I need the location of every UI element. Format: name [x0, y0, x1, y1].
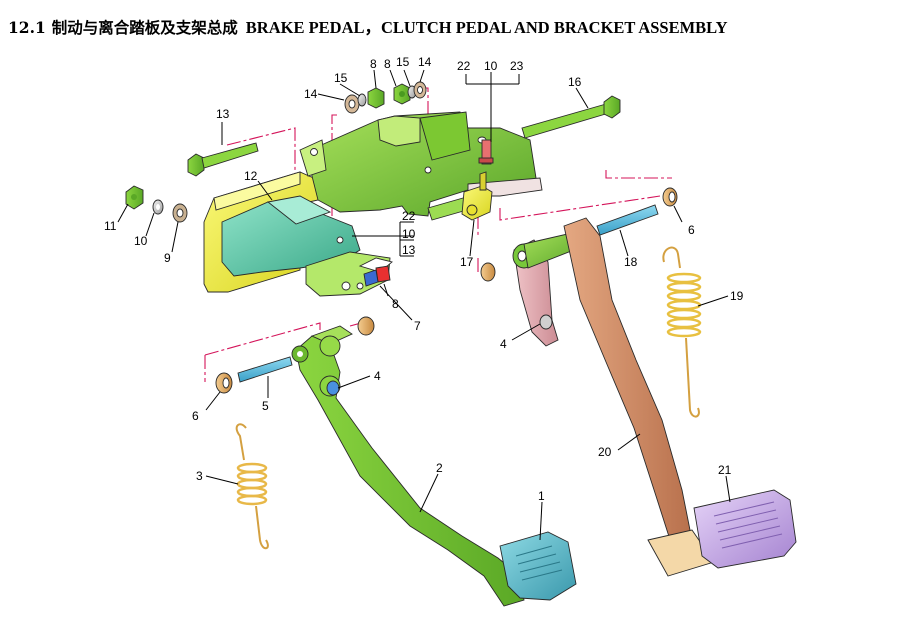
label-18: 18 [624, 255, 638, 269]
label-16: 16 [568, 75, 582, 89]
bolt-16 [521, 95, 621, 139]
page-title: 12.1 制动与离合踏板及支架总成 BRAKE PEDAL，CLUTCH PEDAL… [8, 14, 892, 38]
pedal-pad-1 [499, 531, 577, 601]
pivot-rod-5 [237, 356, 293, 383]
leader-lines [117, 69, 731, 541]
label-10-mid: 10 [402, 227, 416, 241]
label-15-right: 15 [396, 55, 410, 69]
label-19: 19 [730, 289, 744, 303]
washer-14-right [413, 81, 427, 99]
label-6-right: 6 [688, 223, 695, 237]
label-21: 21 [718, 463, 732, 477]
brake-lever-bracket [221, 195, 361, 277]
bushing-6-left [215, 372, 233, 394]
return-spring-3 [235, 423, 269, 550]
label-6-left: 6 [192, 409, 199, 423]
label-5: 5 [262, 399, 269, 413]
return-spring-19 [662, 246, 702, 418]
label-13-mid: 13 [402, 243, 416, 257]
section-number: 12.1 [8, 18, 46, 37]
label-22-mid: 22 [402, 209, 416, 223]
label-9: 9 [164, 251, 171, 265]
brake-switch-17 [461, 171, 493, 221]
title-chinese: 制动与离合踏板及支架总成 [51, 19, 238, 37]
pivot-rod-18 [596, 204, 659, 236]
nut-8-left [367, 87, 385, 109]
pivot-pin-4-brake [326, 380, 340, 396]
bushing-pivot-brake [357, 316, 375, 336]
label-3: 3 [196, 469, 203, 483]
bushing-6-right [662, 187, 678, 207]
label-22-top: 22 [457, 59, 471, 73]
part-number-labels: 13 12 11 10 9 14 15 8 8 15 14 22 10 23 1… [104, 55, 744, 503]
label-14-left: 14 [304, 87, 318, 101]
bolt-13 [187, 142, 259, 177]
label-13-top: 13 [216, 107, 230, 121]
washer-14-left [344, 94, 360, 114]
washer-9 [172, 203, 188, 223]
switch-mount-plate [305, 251, 393, 297]
pedal-bracket [299, 111, 543, 221]
clutch-pedal-arm [563, 217, 715, 577]
brake-pedal-arm [291, 325, 525, 607]
label-17: 17 [460, 255, 474, 269]
label-8-top: 8 [384, 57, 391, 71]
stop-bolt-10 [478, 139, 494, 165]
label-23: 23 [510, 59, 524, 73]
washer-15-left [357, 93, 367, 107]
label-12: 12 [244, 169, 258, 183]
label-4-clutch: 4 [500, 337, 507, 351]
bushing-pivot-clutch [480, 262, 496, 282]
label-10-top: 10 [484, 59, 498, 73]
label-8-top-left: 8 [370, 57, 377, 71]
title-english: BRAKE PEDAL，CLUTCH PEDAL AND BRACKET ASS… [245, 18, 728, 37]
label-4-brake: 4 [374, 369, 381, 383]
label-7: 7 [414, 319, 421, 333]
label-1: 1 [538, 489, 545, 503]
nut-11 [125, 185, 144, 210]
washer-10 [152, 199, 164, 215]
label-11: 11 [104, 219, 117, 233]
label-2: 2 [436, 461, 443, 475]
label-8-lower: 8 [392, 297, 399, 311]
label-10-left: 10 [134, 234, 148, 248]
label-14-right: 14 [418, 55, 432, 69]
label-20: 20 [598, 445, 612, 459]
label-15-left: 15 [334, 71, 348, 85]
pedal-pad-21 [693, 489, 797, 569]
nut-8-right [393, 83, 411, 105]
